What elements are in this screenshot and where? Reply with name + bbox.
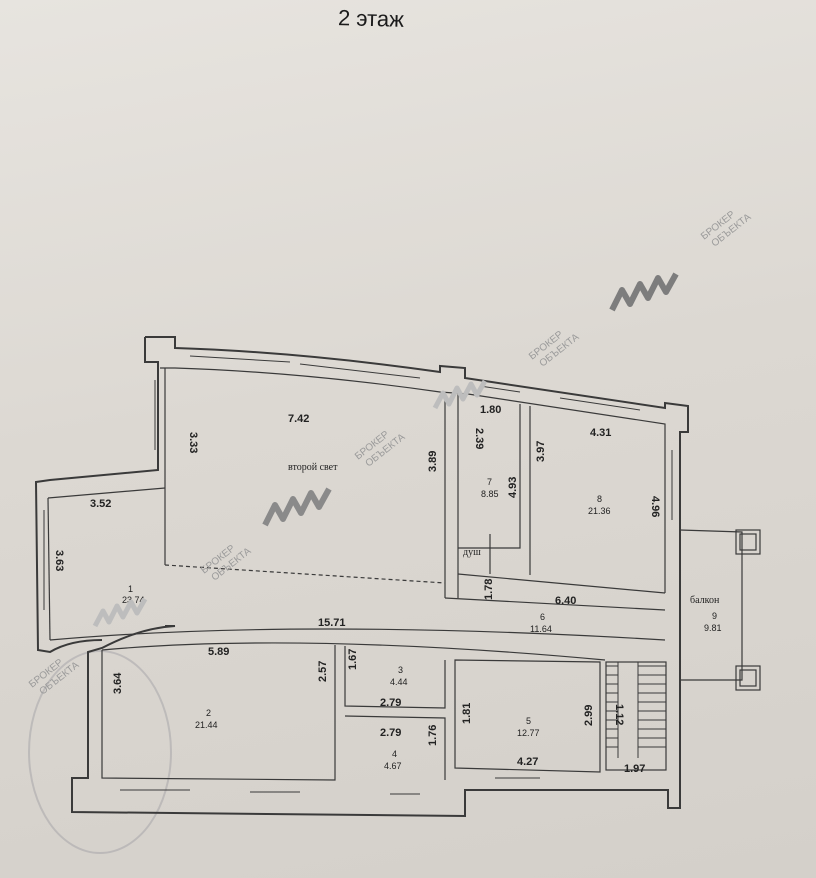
dim-2-99: 2.99 — [583, 705, 595, 726]
dim-3-33: 3.33 — [187, 432, 199, 453]
corridor-wall — [49, 628, 666, 641]
room-9-number: 9 — [712, 611, 717, 621]
dim-15-71: 15.71 — [318, 617, 346, 629]
dim-4-31: 4.31 — [590, 427, 611, 439]
watermark-text: БРОКЕР ОБЪЕКТА — [27, 657, 82, 697]
watermark-logo — [262, 487, 332, 527]
dim-3-52: 3.52 — [90, 498, 111, 510]
staircase — [605, 661, 667, 771]
dim-1-67: 1.67 — [347, 649, 359, 670]
watermark-text: БРОКЕР ОБЪЕКТА — [699, 209, 754, 249]
room-6-number: 6 — [540, 612, 545, 622]
room5-wall — [454, 659, 601, 773]
room-7-area: 8.85 — [481, 489, 499, 499]
room-9-area: 9.81 — [704, 623, 722, 633]
room-1-area: 23.74 — [122, 595, 145, 605]
inner-outer-wall — [160, 367, 666, 593]
dim-4-27: 4.27 — [517, 756, 538, 768]
room-3-area: 4.44 — [390, 677, 408, 687]
dim-1-12: 1.12 — [613, 704, 625, 725]
room-5-number: 5 — [526, 716, 531, 726]
balcony-label: балкон — [690, 595, 720, 606]
watermark-logo — [92, 597, 148, 628]
room-8-number: 8 — [597, 494, 602, 504]
second-light-label: второй свет — [288, 462, 338, 473]
corridor-wall — [444, 597, 666, 611]
dim-2-39: 2.39 — [473, 428, 485, 449]
dim-7-42: 7.42 — [288, 413, 309, 425]
dim-3-97: 3.97 — [535, 441, 547, 462]
corridor-wall — [101, 642, 606, 661]
room-2-area: 21.44 — [195, 720, 218, 730]
watermark-text: БРОКЕР ОБЪЕКТА — [527, 329, 582, 369]
watermark-logo — [609, 272, 679, 312]
wall-line — [47, 487, 166, 499]
dim-2-57: 2.57 — [317, 661, 329, 682]
stair-steps — [606, 665, 666, 748]
room-2-number: 2 — [206, 708, 211, 718]
dim-4-96: 4.96 — [649, 496, 661, 517]
second-light-boundary — [164, 564, 446, 584]
dim-4-93: 4.93 — [507, 477, 519, 498]
corridor-wall — [457, 573, 666, 594]
wall-line — [47, 497, 51, 641]
dim-3-89: 3.89 — [427, 451, 439, 472]
dim-3-63: 3.63 — [53, 550, 65, 571]
dim-2-79-lower: 2.79 — [380, 727, 401, 739]
room7-wall — [458, 404, 521, 549]
dim-1-97: 1.97 — [624, 763, 645, 775]
room-3-number: 3 — [398, 665, 403, 675]
room3-wall — [344, 646, 446, 709]
room-4-area: 4.67 — [384, 761, 402, 771]
dim-5-89: 5.89 — [208, 646, 229, 658]
windows — [43, 355, 673, 795]
room-1-number: 1 — [128, 584, 133, 594]
dim-1-78: 1.78 — [483, 579, 495, 600]
room2-wall — [101, 645, 336, 781]
outer-wall-left — [34, 337, 159, 654]
outer-wall — [71, 336, 689, 818]
watermark-logo — [432, 379, 488, 410]
dim-1-80: 1.80 — [480, 404, 501, 416]
dim-1-81: 1.81 — [461, 703, 473, 724]
dim-1-76: 1.76 — [427, 725, 439, 746]
watermark-text: БРОКЕР ОБЪЕКТА — [199, 543, 254, 583]
watermark-text: БРОКЕР ОБЪЕКТА — [353, 429, 408, 469]
room-4-number: 4 — [392, 749, 397, 759]
room-8-area: 21.36 — [588, 506, 611, 516]
dim-2-79-upper: 2.79 — [380, 697, 401, 709]
faded-stamp — [28, 650, 172, 854]
dim-6-40: 6.40 — [555, 595, 576, 607]
dim-3-64: 3.64 — [112, 672, 124, 694]
room-7-number: 7 — [487, 477, 492, 487]
balcony — [679, 529, 761, 691]
room4-wall — [344, 715, 446, 780]
room-5-area: 12.77 — [517, 728, 540, 738]
room-6-area: 11.64 — [530, 624, 552, 634]
shower-label: душ — [463, 547, 481, 558]
